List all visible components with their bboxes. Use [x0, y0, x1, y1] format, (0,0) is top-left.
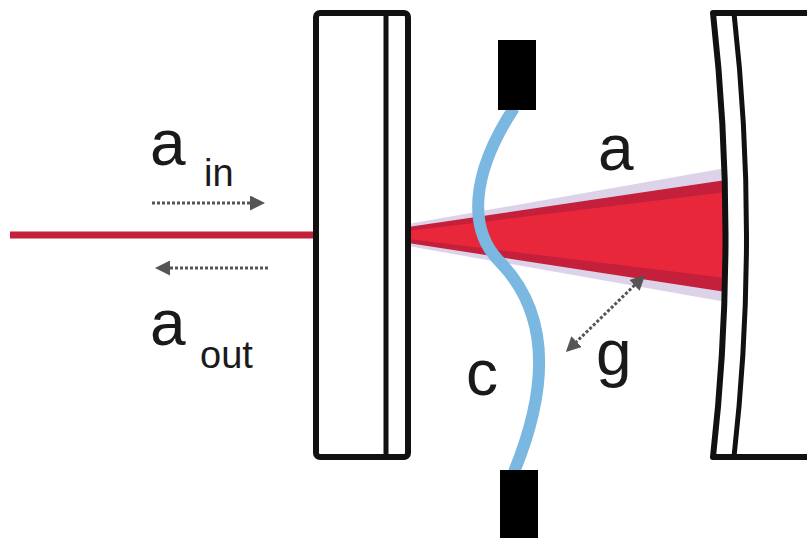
cavity-mode-halo [408, 168, 726, 302]
input-arrow [152, 202, 262, 205]
laser-beam [10, 232, 318, 239]
membrane-clamp [498, 40, 536, 110]
field-symbol: a [150, 111, 186, 175]
output-arrow [158, 267, 268, 270]
end-mirror-coating [734, 13, 747, 457]
input-mirror [316, 13, 408, 457]
subscript: out [200, 336, 253, 374]
cavity-mode-core [408, 192, 726, 278]
field-symbol: a [150, 291, 186, 355]
end-mirror [713, 13, 807, 457]
membrane-clamp [500, 470, 538, 538]
mirror-coating [384, 13, 389, 457]
cavity-mode-outer [408, 180, 726, 292]
coupling-symbol: g [596, 321, 632, 385]
cavity-mode-symbol: a [598, 116, 634, 180]
subscript: in [204, 154, 234, 192]
membrane [478, 108, 539, 472]
membrane-symbol: c [466, 341, 498, 405]
